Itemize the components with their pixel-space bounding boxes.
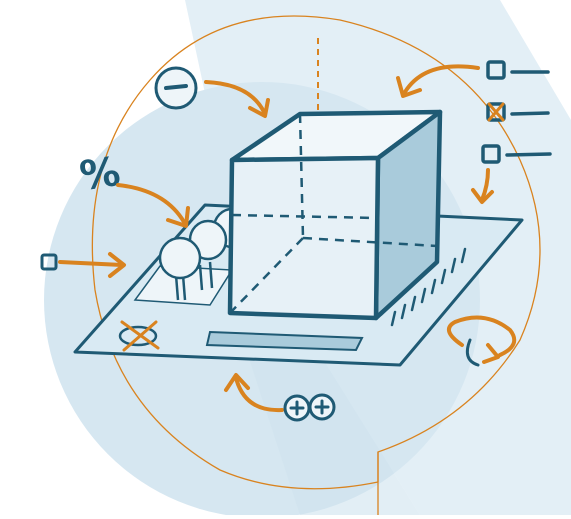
board-pins [390, 247, 467, 327]
square-input-icon [40, 253, 58, 271]
percent-symbol: % [77, 149, 123, 200]
cube-hidden-edges [229, 113, 438, 314]
minus-arrow [204, 80, 266, 114]
cube [227, 109, 443, 321]
checkbox-list-icon [481, 60, 552, 164]
square-input-arrow-head [108, 252, 126, 278]
checklist-arrow [403, 64, 480, 94]
checkbox-check [487, 102, 505, 122]
plus-arrow-head [224, 373, 250, 392]
checklist-arrow-head [396, 76, 422, 98]
square-input-arrow [58, 260, 124, 267]
rotate-icon [446, 315, 517, 367]
percent-arrow-head [166, 206, 190, 228]
plus-circle-icons [283, 393, 336, 422]
plus-arrow [234, 376, 284, 413]
checklist-arrow-2 [480, 168, 490, 202]
checklist-arrow-2-head [471, 188, 494, 204]
focus-outline [91, 15, 541, 490]
percent-arrow [116, 183, 186, 224]
minus-arrow-head [248, 98, 270, 118]
minus-circle-icon [154, 66, 198, 110]
board-slot [205, 330, 364, 352]
cross-mark [118, 320, 160, 352]
